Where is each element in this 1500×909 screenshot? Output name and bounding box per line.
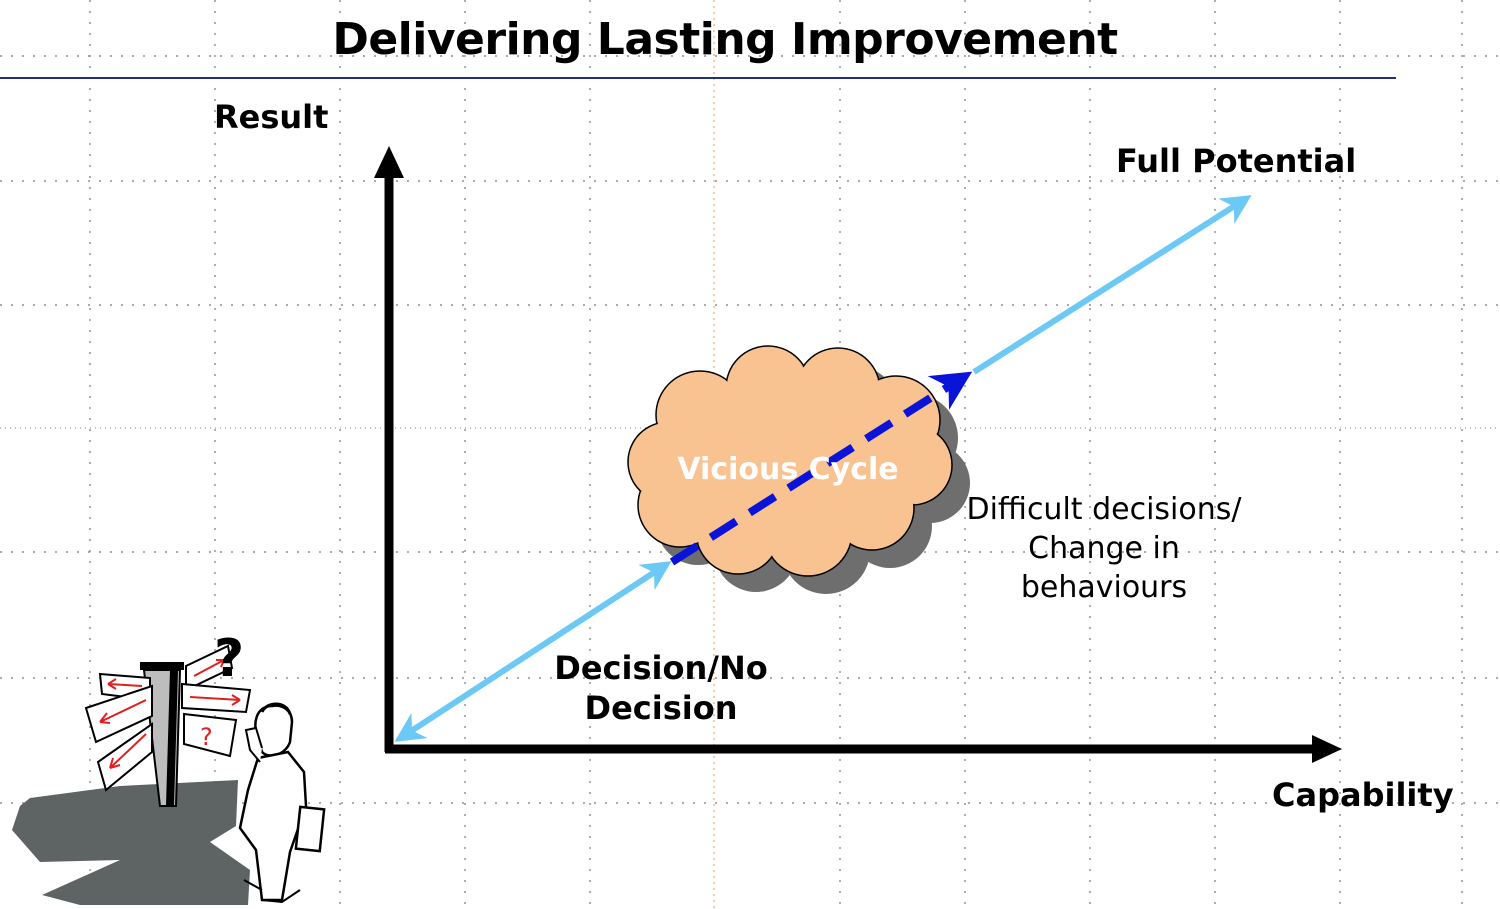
decision-arrow — [394, 561, 672, 742]
vicious-cycle-label: Vicious Cycle — [677, 452, 899, 487]
axes — [374, 146, 1342, 763]
difficult-decisions-line: behaviours — [1020, 570, 1188, 605]
decision-line: Decision/No — [554, 649, 768, 687]
x-axis-arrowhead — [1312, 735, 1342, 763]
y-axis-label: Result — [214, 98, 329, 136]
decision-label: Decision/No Decision — [530, 648, 792, 728]
difficult-decisions-label: Difficult decisions/ Change in behaviour… — [964, 490, 1244, 607]
floating-question-mark: ? — [214, 629, 244, 689]
full-potential-arrow — [972, 195, 1252, 375]
vicious-cycle-dashed-arrow — [669, 371, 973, 566]
signpost-person-illustration: ? ? — [12, 629, 326, 905]
y-axis-arrowhead — [374, 146, 404, 178]
full-potential-label: Full Potential — [1116, 142, 1357, 180]
x-axis-label: Capability — [1272, 776, 1454, 814]
signpost-question-mark: ? — [200, 723, 213, 751]
difficult-decisions-line: Difficult decisions/ — [966, 492, 1242, 527]
difficult-decisions-line: Change in — [1028, 531, 1180, 566]
decision-line: Decision — [584, 689, 738, 727]
diagram-title: Delivering Lasting Improvement — [332, 14, 1118, 65]
